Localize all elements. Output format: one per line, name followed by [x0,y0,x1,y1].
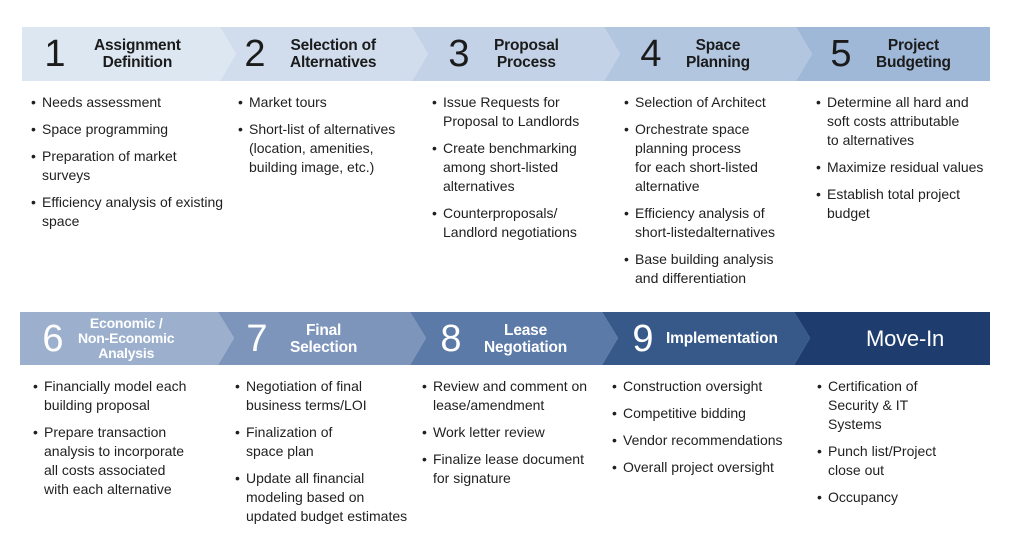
list-item: •Construction oversight [612,378,763,394]
move-in-title: Move-In [865,325,945,351]
list-item: •Space programming [31,121,169,137]
step-4-header: 4 Space Planning [636,27,796,81]
step-6-title: Economic / Non-Economic Analysis [78,315,175,361]
list-item: •Needs assessment [31,94,162,110]
list-item: •Counterproposals/ Landlord negotiations [432,205,577,240]
step-2-number: 2 [244,33,266,75]
move-in-header: Move-In [820,312,990,365]
step-9-list: •Construction oversight •Competitive bid… [607,377,802,485]
step-5-header: 5 Project Budgeting [826,27,986,81]
step-3-list: •Issue Requests for Proposal to Landlord… [427,93,607,250]
step-3-number: 3 [448,33,470,75]
step-2-header: 2 Selection of Alternatives [240,27,410,81]
chevron-step-3 [412,27,620,81]
list-item: •Financially model each building proposa… [33,378,187,413]
step-7-header: 7 Final Selection [242,312,402,365]
chevron-step-5 [796,27,990,81]
list-item: •Negotiation of final business terms/LOI [235,378,367,413]
step-7-list: •Negotiation of final business terms/LOI… [230,377,425,534]
step-8-header: 8 Lease Negotiation [436,312,596,365]
list-item: •Base building analysis and differentiat… [624,251,774,286]
step-6-header: 6 Economic / Non-Economic Analysis [38,312,218,365]
step-8-title: Lease Negotiation [484,321,568,356]
list-item: •Create benchmarking among short-listed … [432,140,577,194]
list-item: •Prepare transaction analysis to incorpo… [33,424,185,497]
list-item: •Market tours [238,94,327,110]
list-item: •Occupancy [817,489,899,505]
step-4-number: 4 [640,33,662,75]
list-item: •Short-list of alternatives (location, a… [238,121,396,175]
step-6-list: •Financially model each building proposa… [28,377,223,507]
step-2-title: Selection of Alternatives [290,37,377,71]
step-1-list: •Needs assessment •Space programming •Pr… [26,93,226,239]
chevron-step-6 [20,312,234,365]
step-5-list: •Determine all hard and soft costs attri… [811,93,1011,231]
chevron-step-9 [602,312,810,365]
list-item: •Overall project oversight [612,459,774,475]
list-item: •Efficiency analysis of short-listedalte… [624,205,776,240]
chevron-step-8 [410,312,618,365]
step-2-list: •Market tours •Short-list of alternative… [233,93,418,185]
step-3-header: 3 Proposal Process [444,27,604,81]
list-item: •Efficiency analysis of existing space [31,194,224,229]
step-9-number: 9 [632,317,654,360]
list-item: •Certification of Security & IT Systems [817,378,918,432]
step-8-number: 8 [440,317,462,360]
step-9-header: 9 Implementation [628,312,798,365]
step-7-number: 7 [246,317,268,360]
list-item: •Finalization of space plan [235,424,333,459]
list-item: •Selection of Architect [624,94,766,110]
step-1-header: 1 Assignment Definition [38,27,218,81]
chevron-step-2 [220,27,428,81]
step-5-number: 5 [830,33,852,75]
step-1-number: 1 [44,33,66,75]
step-3-title: Proposal Process [494,37,559,71]
list-item: •Issue Requests for Proposal to Landlord… [432,94,580,129]
list-item: •Determine all hard and soft costs attri… [816,94,969,148]
list-item: •Finalize lease document for signature [422,451,584,486]
step-4-list: •Selection of Architect •Orchestrate spa… [619,93,804,296]
list-item: •Preparation of market surveys [31,148,177,183]
list-item: •Orchestrate space planning process for … [624,121,758,194]
bottom-chevron-band [0,304,1024,374]
step-8-list: •Review and comment on lease/amendment •… [417,377,607,496]
list-item: •Vendor recommendations [612,432,783,448]
move-in-list: •Certification of Security & IT Systems … [812,377,992,515]
list-item: •Maximize residual values [816,159,984,175]
step-6-number: 6 [42,317,64,360]
step-7-title: Final Selection [290,321,358,356]
step-1-title: Assignment Definition [94,37,181,71]
list-item: •Punch list/Project close out [817,443,937,478]
top-chevron-band [0,0,1024,82]
list-item: •Review and comment on lease/amendment [422,378,588,413]
step-9-title: Implementation [666,330,778,347]
chevron-move-in [794,312,990,365]
chevron-step-7 [218,312,426,365]
list-item: •Update all financial modeling based on … [235,470,408,524]
list-item: •Establish total project budget [816,186,961,221]
step-5-title: Project Budgeting [876,37,951,71]
step-4-title: Space Planning [686,37,750,71]
list-item: •Competitive bidding [612,405,746,421]
list-item: •Work letter review [422,424,545,440]
chevron-step-4 [604,27,812,81]
chevron-step-1 [22,27,236,81]
